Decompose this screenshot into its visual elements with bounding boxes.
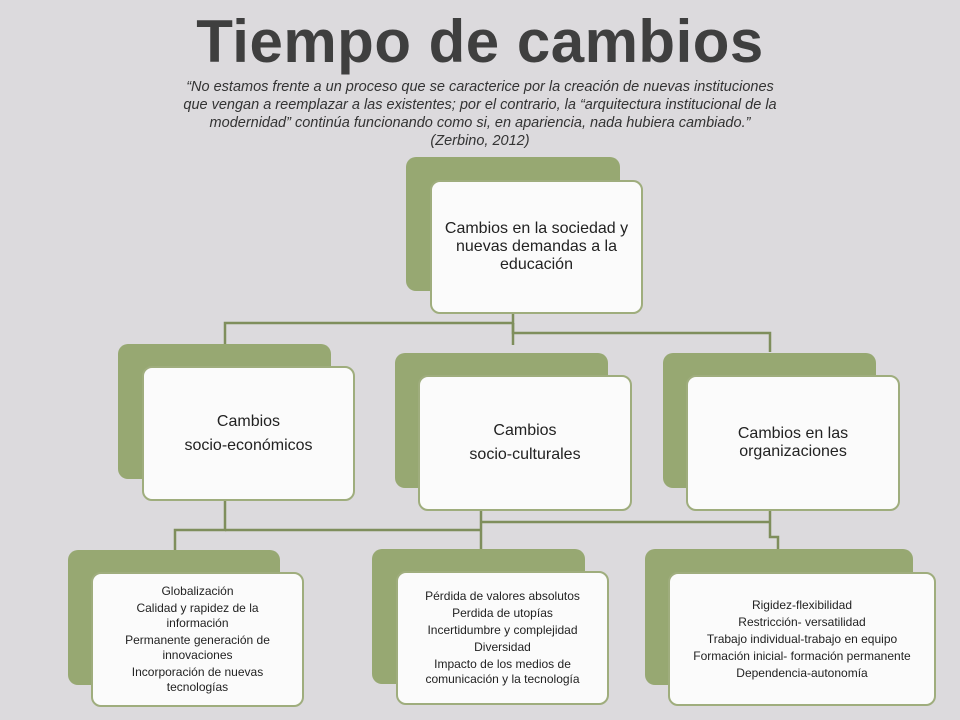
branch-3-node: Cambios en las organizaciones bbox=[686, 375, 900, 511]
connector-root-branch-3 bbox=[511, 323, 772, 352]
branch-1-label-line-1: Cambios bbox=[216, 412, 281, 430]
connector-branch-3-items bbox=[768, 510, 780, 551]
branch-2-node: Cambios socio-culturales bbox=[418, 375, 632, 511]
items-1-entry: Incorporación de nuevas tecnologías bbox=[131, 665, 264, 694]
items-1-entry: Calidad y rapidez de la información bbox=[136, 601, 259, 630]
items-3-box: Rigidez-flexibilidad Restricción- versat… bbox=[668, 572, 936, 706]
items-2-entry: Pérdida de valores absolutos bbox=[425, 589, 580, 603]
items-3-entry: Formación inicial- formación permanente bbox=[693, 648, 911, 663]
items-2-box: Pérdida de valores absolutos Perdida de … bbox=[396, 571, 609, 705]
items-2-entry: Perdida de utopías bbox=[452, 606, 553, 620]
items-1-entry: Globalización bbox=[161, 584, 234, 598]
branch-2-label-line-2: socio-culturales bbox=[469, 446, 581, 463]
items-3-entry: Dependencia-autonomía bbox=[736, 665, 868, 680]
quote-text: “No estamos frente a un proceso que se c… bbox=[183, 79, 777, 131]
branch-2-label-line-1: Cambios bbox=[493, 422, 557, 439]
branch-3-label: Cambios en las organizaciones bbox=[737, 425, 849, 460]
root-node: Cambios en la sociedad y nuevas demandas… bbox=[430, 180, 643, 314]
root-node-label: Cambios en la sociedad y nuevas demandas… bbox=[444, 220, 629, 273]
items-1-entry: Permanente generación de innovaciones bbox=[125, 633, 270, 662]
items-2-entry: Diversidad bbox=[474, 640, 531, 654]
branch-1-node: Cambios socio-económicos bbox=[142, 366, 355, 501]
connector-branch-1-items bbox=[173, 500, 227, 551]
items-1-box: Globalización Calidad y rapidez de la in… bbox=[91, 572, 304, 707]
items-2-entry: Incertidumbre y complejidad bbox=[427, 623, 578, 637]
quote: “No estamos frente a un proceso que se c… bbox=[180, 78, 780, 150]
page-title: Tiempo de cambios bbox=[196, 8, 764, 75]
items-2-entry: Impacto de los medios de comunicación y … bbox=[425, 657, 580, 686]
branch-1-label-line-2: socio-económicos bbox=[184, 436, 313, 454]
quote-citation: (Zerbino, 2012) bbox=[430, 133, 530, 149]
items-3-entry: Rigidez-flexibilidad bbox=[751, 597, 853, 612]
items-3-entry: Trabajo individual-trabajo en equipo bbox=[706, 631, 898, 646]
connector-root-branches bbox=[223, 312, 515, 345]
items-3-entry: Restricción- versatilidad bbox=[738, 614, 866, 629]
